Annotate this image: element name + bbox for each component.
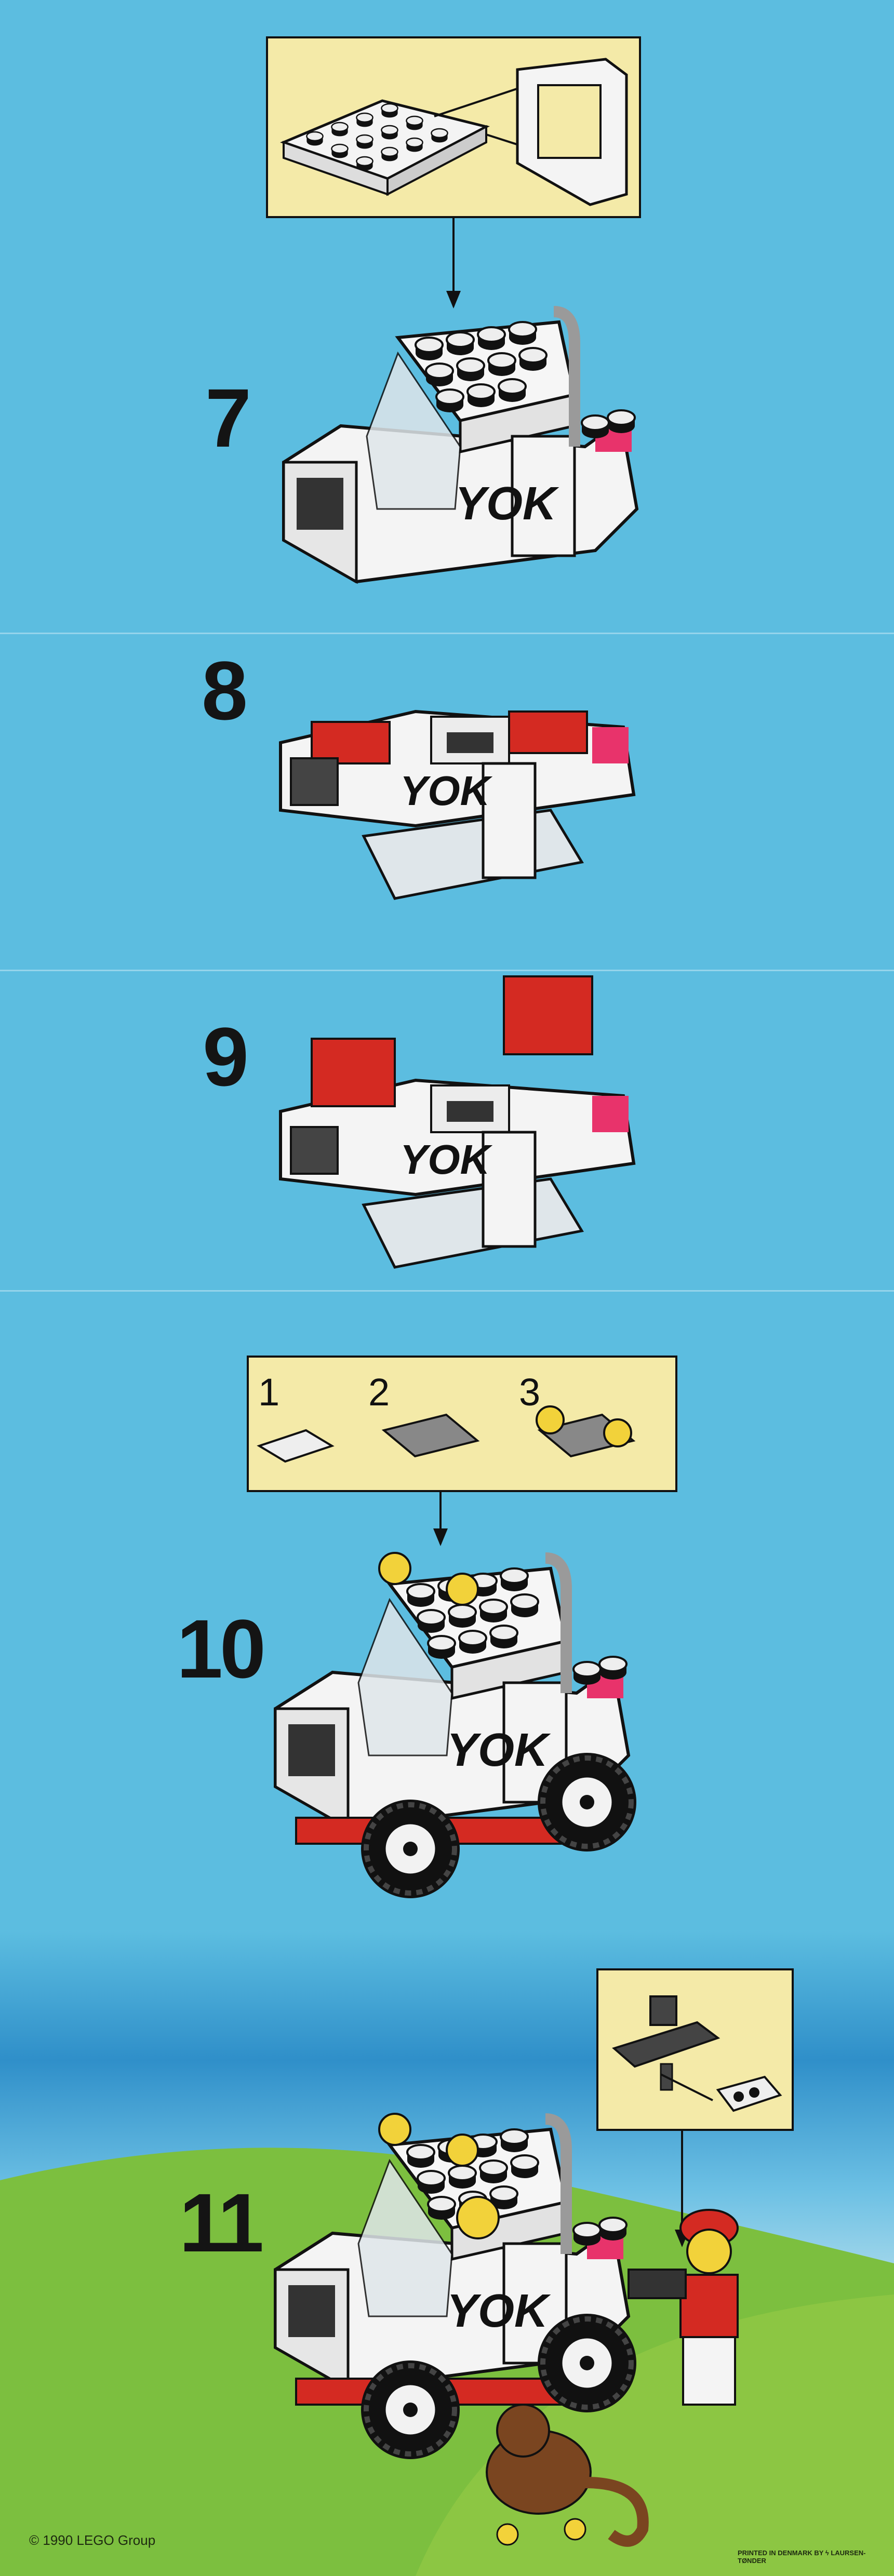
decal-text: YOK: [447, 2285, 551, 2337]
step-11-model: YOK: [255, 2113, 660, 2472]
step-11-callout: [596, 1968, 794, 2131]
sub-step-label: 2: [368, 1371, 390, 1414]
decal-text: YOK: [400, 768, 493, 814]
step-7-arrow: [446, 218, 461, 308]
sub-step-parts: [257, 1405, 636, 1463]
printer-logo-icon: ϟ: [825, 2549, 829, 2557]
step-10-callout: 1 2 3: [247, 1356, 677, 1492]
sub-step-label: 1: [258, 1371, 280, 1414]
sub-step-label: 3: [519, 1371, 541, 1414]
decal-text: YOK: [455, 478, 559, 530]
step-7-model: YOK: [263, 291, 658, 592]
step-10-model: YOK: [255, 1552, 660, 1911]
printer-credit: PRINTED IN DENMARK BY ϟ LAURSEN-TØNDER: [738, 2549, 894, 2565]
step-number: 8: [202, 644, 248, 737]
monkey-figure: [486, 2404, 649, 2547]
fold-line: [0, 970, 894, 971]
step-7-callout: [266, 36, 641, 218]
driver-minifig-head: [456, 2196, 500, 2239]
step-number: 11: [179, 2176, 264, 2269]
step-number: 9: [203, 1010, 249, 1103]
parts-camera-and-tile: [611, 1995, 782, 2112]
fold-line: [0, 633, 894, 634]
step-8-model: YOK: [279, 709, 636, 900]
decal-text: YOK: [447, 1724, 551, 1776]
decal-text: YOK: [400, 1136, 493, 1183]
parts-plate-and-window-frame: [280, 58, 628, 206]
copyright-text: © 1990 LEGO Group: [29, 2532, 156, 2548]
printed-in-text: PRINTED IN DENMARK BY: [738, 2549, 824, 2557]
step-number: 7: [205, 371, 251, 464]
step-10-arrow: [433, 1492, 448, 1546]
step-number: 10: [177, 1602, 266, 1695]
fold-line: [0, 1290, 894, 1292]
step-9-model: YOK: [279, 975, 636, 1269]
camera-icon: [628, 2269, 687, 2299]
printer-name: LAURSEN-TØNDER: [738, 2549, 866, 2565]
photographer-minifig: [628, 2209, 739, 2406]
